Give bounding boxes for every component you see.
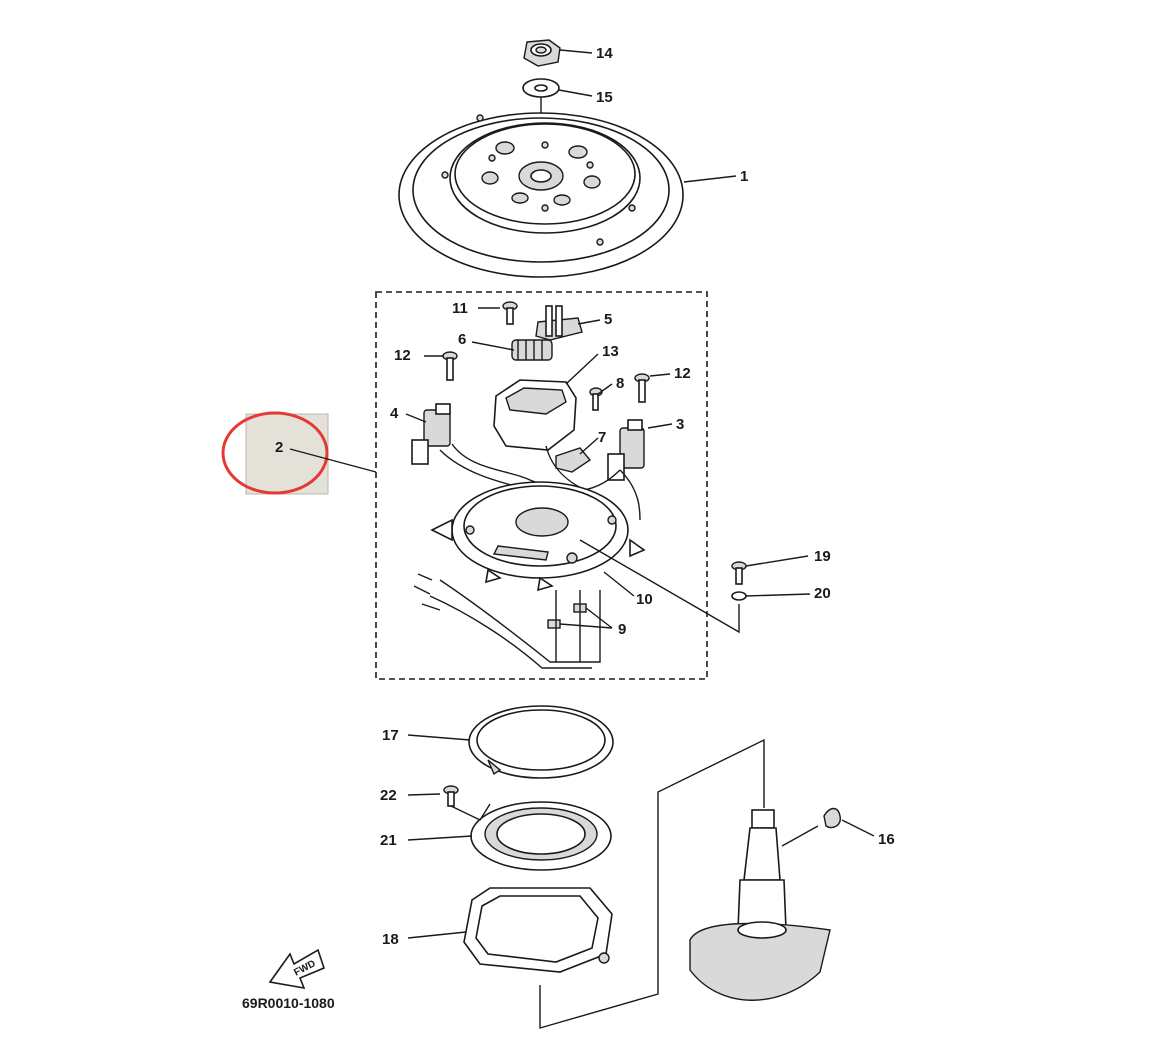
part-coil-3[interactable] <box>607 419 645 481</box>
callout-13: 13 <box>602 343 619 360</box>
callout-6: 6 <box>458 331 466 348</box>
part-washer-20[interactable] <box>731 591 747 601</box>
callout-20: 20 <box>814 585 831 602</box>
part-bracket-5[interactable] <box>535 305 583 341</box>
fwd-arrow-icon: FWD <box>268 948 325 990</box>
callout-14: 16 <box>878 831 895 848</box>
part-coil-6[interactable] <box>511 339 553 361</box>
part-coil-4[interactable] <box>411 403 451 465</box>
callout-10: 10 <box>636 591 653 608</box>
part-coil-13[interactable] <box>493 379 577 451</box>
callout-9: 9 <box>618 621 626 638</box>
part-clamp-7[interactable] <box>555 447 592 473</box>
part-crankshaft[interactable] <box>689 809 831 1001</box>
callout-11: 11 <box>452 300 468 317</box>
part-bolt-22[interactable] <box>443 785 459 807</box>
callout-3: 3 <box>676 416 684 433</box>
callout-8: 8 <box>616 375 624 392</box>
part-washer-16[interactable] <box>522 78 560 98</box>
highlight-circle <box>221 411 329 495</box>
part-key-14[interactable] <box>823 807 841 829</box>
part-screw-8[interactable] <box>589 387 603 411</box>
callout-2: 2 <box>275 439 283 456</box>
part-screw-12-right[interactable] <box>634 373 650 403</box>
callout-19: 19 <box>814 548 831 565</box>
callout-4: 4 <box>390 405 399 422</box>
callout-21: 21 <box>380 832 397 849</box>
callout-15: 14 <box>596 45 613 62</box>
callout-2-highlight-box <box>245 413 329 495</box>
part-screw-11[interactable] <box>502 301 518 325</box>
part-bolt-19[interactable] <box>731 561 747 585</box>
callout-labels: 14 15 1 2 3 4 5 6 7 8 9 10 11 12 12 13 1… <box>275 45 895 948</box>
part-flywheel-1[interactable] <box>398 112 684 278</box>
stator-assembly-box <box>375 291 708 680</box>
leader-lines <box>405 49 875 939</box>
diagram-code: 69R0010-1080 <box>242 995 335 1011</box>
callout-16: 15 <box>596 89 613 106</box>
part-nut-15[interactable] <box>523 39 561 67</box>
callout-12-right: 12 <box>674 365 691 382</box>
callout-1: 1 <box>740 168 748 185</box>
callout-5: 5 <box>604 311 612 328</box>
part-base-10[interactable] <box>430 481 646 592</box>
callout-22: 22 <box>380 787 397 804</box>
part-plate-21[interactable] <box>470 801 612 871</box>
part-leads-9[interactable] <box>413 573 601 669</box>
part-screw-12-left[interactable] <box>442 351 458 381</box>
callout-12-left: 12 <box>394 347 411 364</box>
callout-18: 18 <box>382 931 399 948</box>
part-ring-17[interactable] <box>468 705 614 779</box>
part-gasket-18[interactable] <box>463 887 613 973</box>
callout-7: 7 <box>598 429 606 446</box>
callout-17: 17 <box>382 727 399 744</box>
